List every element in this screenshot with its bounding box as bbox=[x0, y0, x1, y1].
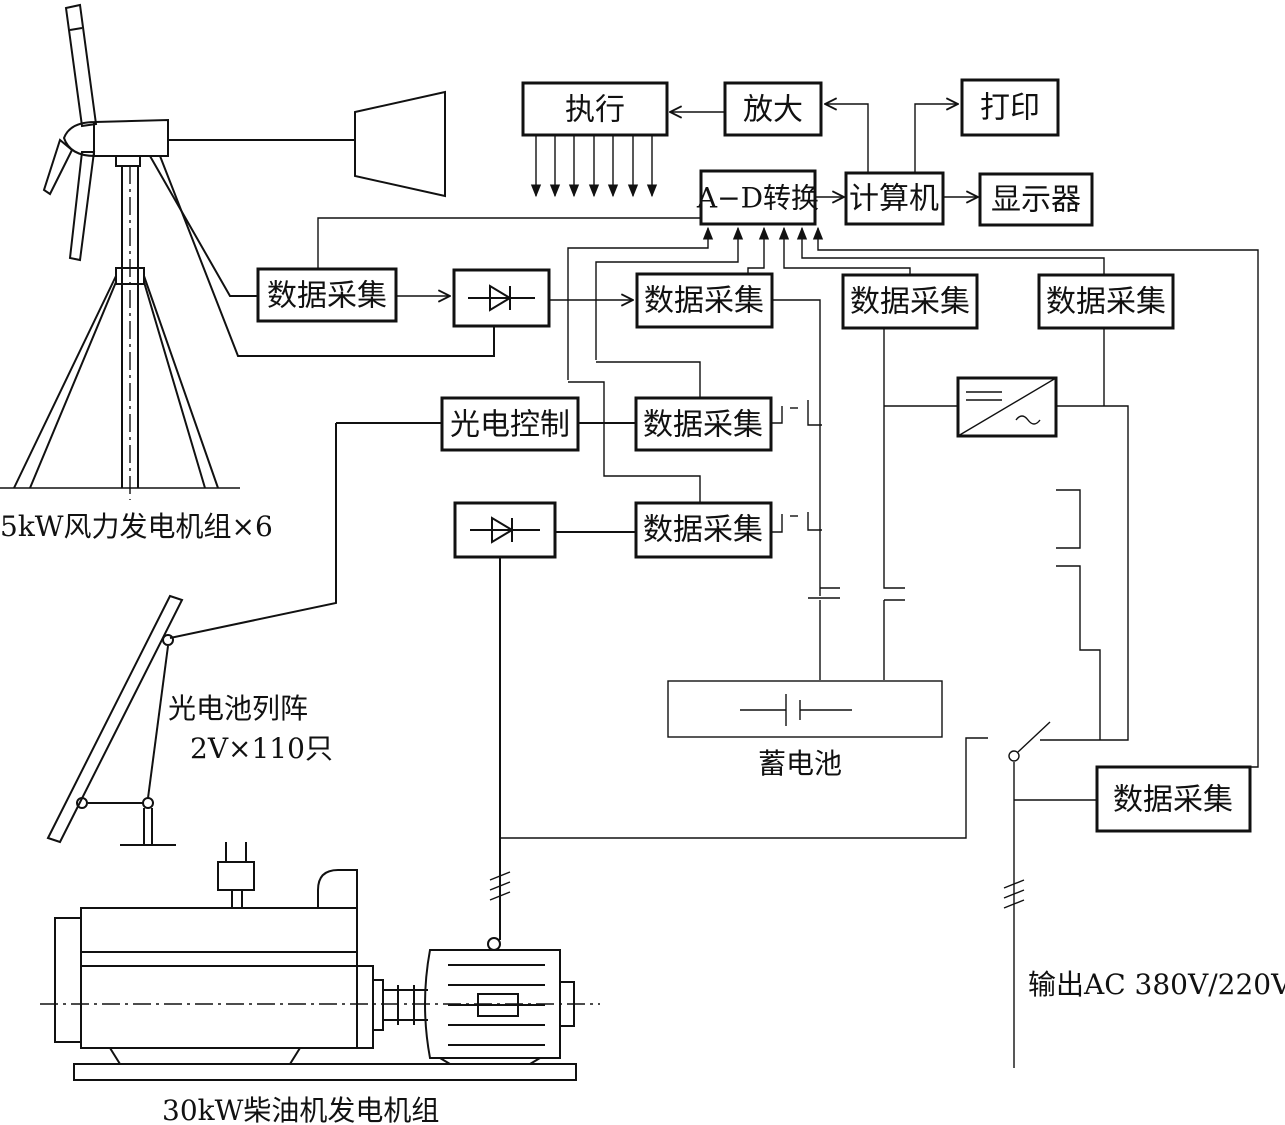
print-label: 打印 bbox=[980, 91, 1040, 126]
daq-dc-bus-label: 数据采集 bbox=[644, 284, 764, 319]
pv-control-label: 光电控制 bbox=[450, 408, 570, 443]
wind-turbine-drawing bbox=[0, 3, 495, 500]
daq-output-label: 数据采集 bbox=[1113, 783, 1233, 818]
wind-turbine-caption: 5kW风力发电机组×6 bbox=[0, 510, 273, 543]
adc-block: A−D转换 bbox=[696, 169, 819, 226]
control-connections bbox=[815, 104, 978, 197]
daq-dc-bus: 数据采集 bbox=[635, 272, 774, 329]
display-label: 显示器 bbox=[991, 183, 1081, 218]
rectifier-diesel bbox=[453, 501, 557, 559]
ac-output-wiring bbox=[500, 328, 1129, 1068]
daq-wind-label: 数据采集 bbox=[267, 279, 387, 314]
daq-battery: 数据采集 bbox=[841, 273, 979, 330]
pv-control-block: 光电控制 bbox=[440, 396, 580, 452]
execute-block: 执行 bbox=[521, 81, 669, 137]
pv-array-caption-line2: 2V×110只 bbox=[190, 732, 333, 765]
display-block: 显示器 bbox=[978, 172, 1094, 227]
daq-output: 数据采集 bbox=[1095, 765, 1252, 833]
dc-bus-wiring bbox=[771, 299, 958, 680]
rectifier-wind bbox=[452, 268, 551, 328]
output-caption: 输出AC 380V/220V bbox=[1028, 968, 1285, 1001]
daq-pv-label: 数据采集 bbox=[643, 408, 763, 443]
daq-diesel-label: 数据采集 bbox=[643, 513, 763, 548]
daq-battery-label: 数据采集 bbox=[850, 285, 970, 320]
daq-wind: 数据采集 bbox=[256, 267, 398, 323]
computer-label: 计算机 bbox=[849, 182, 939, 217]
adc-label: A−D转换 bbox=[696, 182, 819, 215]
battery-caption: 蓄电池 bbox=[758, 747, 842, 780]
diesel-generator-drawing bbox=[40, 557, 600, 1081]
diesel-caption: 30kW柴油机发电机组 bbox=[162, 1094, 439, 1125]
adc-input-lines bbox=[317, 217, 1259, 768]
pv-array-drawing bbox=[46, 422, 442, 846]
daq-diesel: 数据采集 bbox=[634, 501, 773, 559]
execute-label: 执行 bbox=[565, 93, 625, 128]
amplifier-block: 放大 bbox=[723, 81, 823, 137]
print-block: 打印 bbox=[960, 78, 1060, 137]
daq-inverter: 数据采集 bbox=[1037, 273, 1175, 330]
inverter bbox=[956, 376, 1058, 438]
execute-output-arrows bbox=[530, 135, 658, 198]
pv-array-caption-line1: 光电池列阵 bbox=[168, 692, 308, 725]
amplifier-label: 放大 bbox=[743, 93, 803, 128]
daq-pv: 数据采集 bbox=[634, 396, 773, 452]
daq-inverter-label: 数据采集 bbox=[1046, 285, 1166, 320]
computer-block: 计算机 bbox=[844, 171, 945, 226]
battery bbox=[667, 680, 943, 738]
